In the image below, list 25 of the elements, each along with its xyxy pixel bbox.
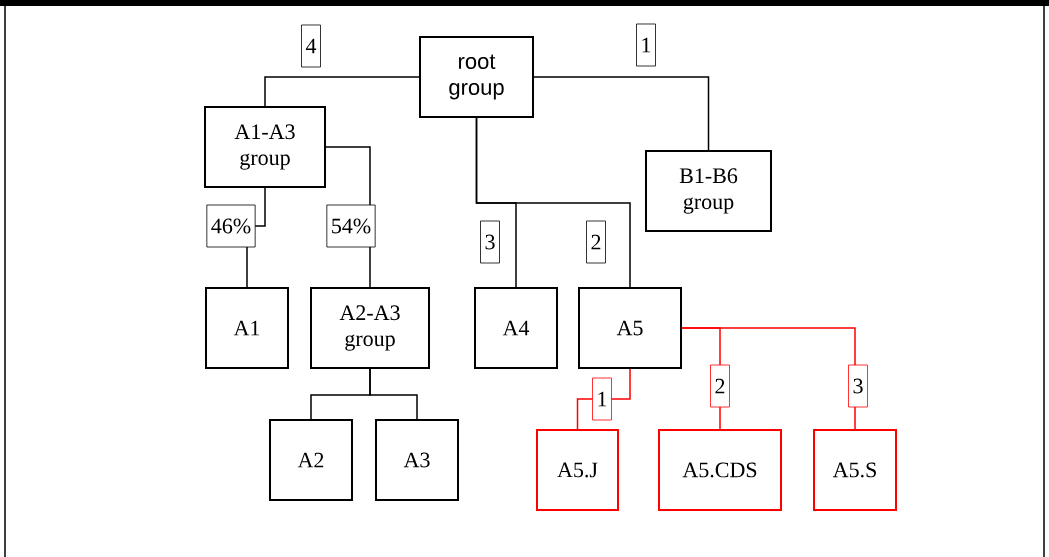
connector-line <box>369 368 418 420</box>
edge-label: 3 <box>480 220 500 264</box>
tree-box: A5.S <box>813 429 897 511</box>
edge-label: 3 <box>848 364 868 408</box>
edge-label: 54% <box>326 204 376 248</box>
tree-box: A5 <box>578 287 682 369</box>
tree-box: A3 <box>375 419 459 501</box>
tree-box: root group <box>419 36 534 118</box>
edge-label: 46% <box>206 204 256 248</box>
edge-label: 2 <box>710 364 730 408</box>
tree-box: A1-A3 group <box>204 106 326 188</box>
edge-label: 4 <box>301 24 321 68</box>
tree-box: A1 <box>205 287 289 369</box>
tree-box: A2 <box>269 419 353 501</box>
tree-box: B1-B6 group <box>645 150 772 232</box>
tree-box: A5.J <box>536 429 619 511</box>
edge-label: 2 <box>586 220 606 264</box>
connector-line <box>264 76 420 107</box>
edge-label: 1 <box>592 377 612 421</box>
tree-box: A2-A3 group <box>310 287 430 369</box>
tree-box: A4 <box>474 287 558 369</box>
tree-box: A5.CDS <box>658 429 782 511</box>
connector-line <box>533 76 710 151</box>
edge-label: 1 <box>636 23 656 67</box>
connector-line <box>475 117 631 288</box>
